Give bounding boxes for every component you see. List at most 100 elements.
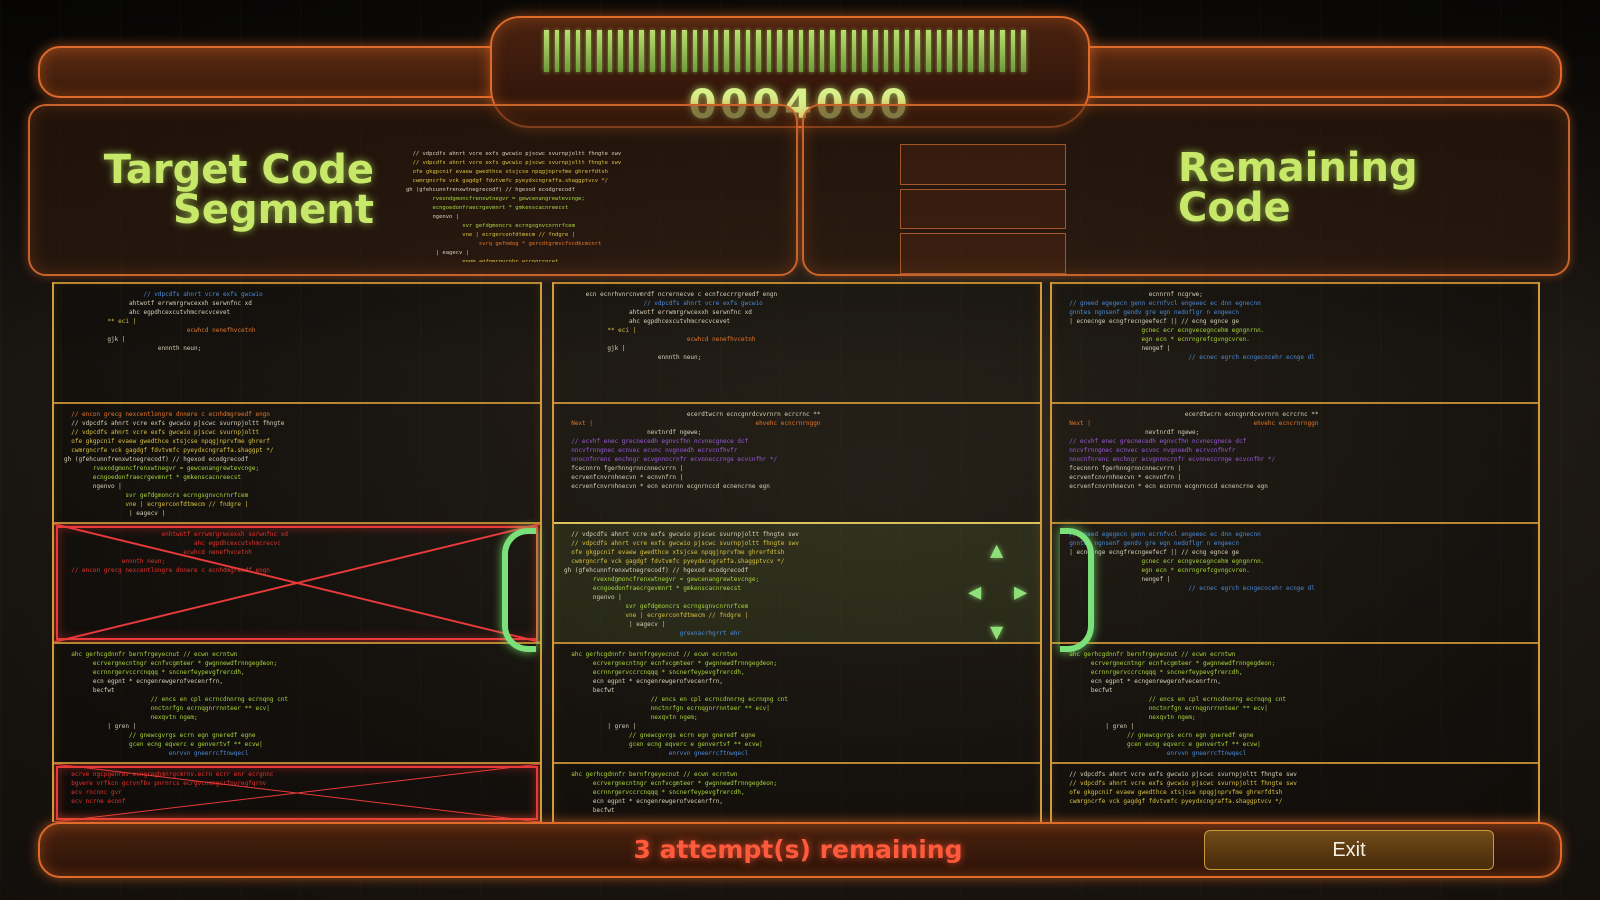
code-line: ofe gkgpcnif evaew gwedthce xtsjcse npqg… xyxy=(1062,789,1283,796)
code-line: gjk | xyxy=(64,336,126,343)
code-line: // vdpcdfs ahnrt vcre exfs gwcwio xyxy=(64,291,263,298)
progress-segment xyxy=(575,30,581,72)
code-line: ecrvenfcnvrnhnecvn * ecn ecnrnn ecgnrncc… xyxy=(1062,483,1268,490)
code-line: // gneed egegecn genn ecrnfvcl engeeec e… xyxy=(1062,300,1261,307)
code-line: ecwhcd nenefhvcetnh xyxy=(64,327,256,334)
code-line: nnocnfnrenc enchngr ecvgnnncrnfr ecvnnec… xyxy=(1062,456,1276,463)
code-line: // vdpcdfs ahnrt vcre exfs gwcwio pjscwc… xyxy=(564,531,799,538)
code-line: // vdpcdfs ahnrt vcre exfs gwcwio pjscwc… xyxy=(1062,780,1297,787)
code-line: gcen ecng eqverc e genvertvf ** ecvw| xyxy=(64,741,263,748)
code-line: gcnec ecr ecngvecegncehm egngnrnn. xyxy=(1062,558,1265,565)
code-cell[interactable]: // vdpcdfs ahnrt vcre exfs gwcwio ahtwot… xyxy=(54,282,540,402)
code-line: engm agfnmrgvcnhr ecrngrrncet xyxy=(406,259,559,262)
selector-bracket-right xyxy=(1060,528,1094,652)
code-line: ahc gerhcgdnnfr bernfrgeyecnut // ecwn e… xyxy=(564,651,738,658)
target-slot xyxy=(900,188,1066,230)
progress-segment xyxy=(978,30,984,72)
code-line: ngenvo | xyxy=(564,594,622,601)
code-line: | gren | xyxy=(64,723,137,730)
arrow-down-icon[interactable]: ▼ xyxy=(990,620,1004,645)
code-cell[interactable]: enhtwotf errwmrgrwcexxh serwnfnc xd ahc … xyxy=(54,522,540,642)
target-slot xyxy=(900,233,1066,275)
progress-segment xyxy=(618,30,623,72)
code-cell[interactable]: ahc gerhcgdnnfr bernfrgeyecnut // ecwn e… xyxy=(554,762,1040,822)
code-line: ecrvergnecntngr ecnfvcgmteer * gwgnnewdf… xyxy=(564,780,778,787)
code-line: ngenvo | xyxy=(64,483,122,490)
code-column-center: ecn ecnrhvnrcnvmrdf ncrernecve c ecnfcec… xyxy=(552,282,1042,822)
code-cell[interactable]: ahc gerhcgdnnfr bernfrgeyecnut // ecwn e… xyxy=(54,642,540,762)
arrow-up-icon[interactable]: ▲ xyxy=(990,538,1004,563)
progress-segment xyxy=(766,30,772,72)
progress-segment xyxy=(1000,30,1005,72)
code-line: // vdpcdfs ahnrt vcre exfs gwcwio pjscwc… xyxy=(1062,771,1297,778)
code-line: // vdpcdfs ahnrt vcre exfs gwcwio pjscwc… xyxy=(64,429,260,436)
code-cell[interactable]: ahc gerhcgdnnfr bernfrgeyecnut // ecwn e… xyxy=(1052,642,1538,762)
code-line: ahc gerhcgdnnfr bernfrgeyecnut // ecwn e… xyxy=(1062,651,1236,658)
code-line: ennnth neun; xyxy=(64,558,166,565)
progress-segment xyxy=(639,30,645,72)
progress-segment xyxy=(841,30,846,72)
progress-segment xyxy=(777,30,783,72)
code-line: // vdpcdfs ahnrt vcre exfs gwcwio pjscwc… xyxy=(564,540,799,547)
code-cell[interactable]: // encon grecg nexcentlongre dnnere c ec… xyxy=(54,402,540,522)
code-line: cwmrgncrfe vck gagdgf fdvtvmfc pyeydxcng… xyxy=(1062,798,1283,805)
timer-progress-bar xyxy=(544,30,1027,72)
code-line: nengef | xyxy=(1062,345,1171,352)
code-line: gjk | xyxy=(564,345,626,352)
code-cell[interactable]: // vdpcdfs ahnrt vcre exfs gwcwio pjscwc… xyxy=(1052,762,1538,822)
code-cell[interactable]: // gneed egegecn genn ecrnfvcl engeeec e… xyxy=(1052,522,1538,642)
progress-segment xyxy=(1010,30,1016,72)
code-line: | ecnecnge ecngfrecngeefecf || // ecng e… xyxy=(1062,318,1240,325)
exit-button[interactable]: Exit xyxy=(1204,830,1494,870)
progress-segment xyxy=(925,30,931,72)
code-line: svr gefdgmoncrs ecrngsgnvcnrnrfcem xyxy=(406,223,575,229)
code-line: ahc gerhcgdnnfr bernfrgeyecnut // ecwn e… xyxy=(64,651,238,658)
code-line: ennnth neun; xyxy=(564,354,702,361)
code-line: gh (gfehcunnfrenxwtnegrecodf) // hgexod … xyxy=(564,567,749,574)
code-line: grexnacrhgrrt ehr xyxy=(564,630,742,637)
progress-segment xyxy=(830,30,836,72)
progress-segment xyxy=(745,30,751,72)
progress-segment xyxy=(872,30,878,72)
remaining-label-line2: Code xyxy=(1178,185,1291,231)
code-line: // gnewcgvrgs ecrn egn gneredf egne xyxy=(64,732,256,739)
code-line: // ecvhf enec grecnecedh egnvcfhn ncvnec… xyxy=(564,438,749,445)
code-line: enhtwotf errwmrgrwcexxh serwnfnc xd xyxy=(64,531,288,538)
progress-segment xyxy=(703,30,708,72)
code-grid: // vdpcdfs ahnrt vcre exfs gwcwio ahtwot… xyxy=(52,282,1542,822)
code-line: ecngoedonfraecrgevmnrt * gmkenscacnreecs… xyxy=(406,205,569,211)
code-line: nnctnrfgn ecrnqgnrrnnteer ** ecv| xyxy=(1062,705,1268,712)
code-cell[interactable]: ecerdtwcrn ecncgnrdcvvrnrn ecrcrnc ** Ne… xyxy=(554,402,1040,522)
code-cell[interactable]: ahc gerhcgdnnfr bernfrgeyecnut // ecwn e… xyxy=(554,642,1040,762)
code-line: becfwt xyxy=(1062,687,1113,694)
code-line: ecn egpnt * ecngenrewgerofvecenrfrn, xyxy=(564,798,723,805)
code-cell[interactable]: // vdpcdfs ahnrt vcre exfs gwcwio pjscwc… xyxy=(554,522,1040,642)
arrow-left-icon[interactable]: ◀ xyxy=(968,580,982,605)
code-line: // vdpcdfs ahnrt vcre exfs gwcwio pjscwc… xyxy=(64,420,285,427)
code-line: ofe gkgpcnif evaew gwedthce xtsjcse npqg… xyxy=(564,549,785,556)
code-line: // vdpcdfs ahnrt vcre exfs gwcwio xyxy=(564,300,763,307)
progress-segment xyxy=(692,30,698,72)
code-cell[interactable]: ecrve ngcpgenrev ecngreghmnrgcmrnv.ecrn … xyxy=(54,762,540,822)
code-cell[interactable]: ecnnrnf ncgrwe; // gneed egegecn genn ec… xyxy=(1052,282,1538,402)
code-line: svr gefdgmoncrs ecrngsgnvcnrnrfcem xyxy=(564,603,749,610)
progress-segment xyxy=(660,30,666,72)
progress-segment xyxy=(819,30,825,72)
remaining-code-label: Remaining Code xyxy=(1178,148,1478,228)
code-line: gh (gfehcunnfrenxwtnegrecodf) // hgexod … xyxy=(406,187,575,193)
progress-segment xyxy=(809,30,814,72)
progress-segment xyxy=(989,30,995,72)
code-line: | gren | xyxy=(564,723,637,730)
code-line: gcnec ecr ecngvecegncehm egngnrnn. xyxy=(1062,327,1265,334)
code-line: // encon grecg nexcentlongre dnnere c ec… xyxy=(64,411,270,418)
progress-segment xyxy=(798,30,804,72)
code-line: ahc egpdhcexcutvhmcrecvc xyxy=(64,540,281,547)
code-line: // encs en cpl ecrncdnnrng ecrnqng cnt xyxy=(564,696,788,703)
target-label-line1: Target Code xyxy=(103,147,374,193)
code-cell[interactable]: ecn ecnrhvnrcnvmrdf ncrernecve c ecnfcec… xyxy=(554,282,1040,402)
code-line: vne | ecrgerconfdtmecm // fndgre | xyxy=(64,501,249,508)
code-cell[interactable]: ecerdtwcrn ecncgnrdcvvrnrn ecrcrnc ** Ne… xyxy=(1052,402,1538,522)
progress-segment xyxy=(883,30,889,72)
code-line: // encs en cpl ecrncdnnrng ecrnqng cnt xyxy=(1062,696,1286,703)
arrow-right-icon[interactable]: ▶ xyxy=(1014,580,1028,605)
